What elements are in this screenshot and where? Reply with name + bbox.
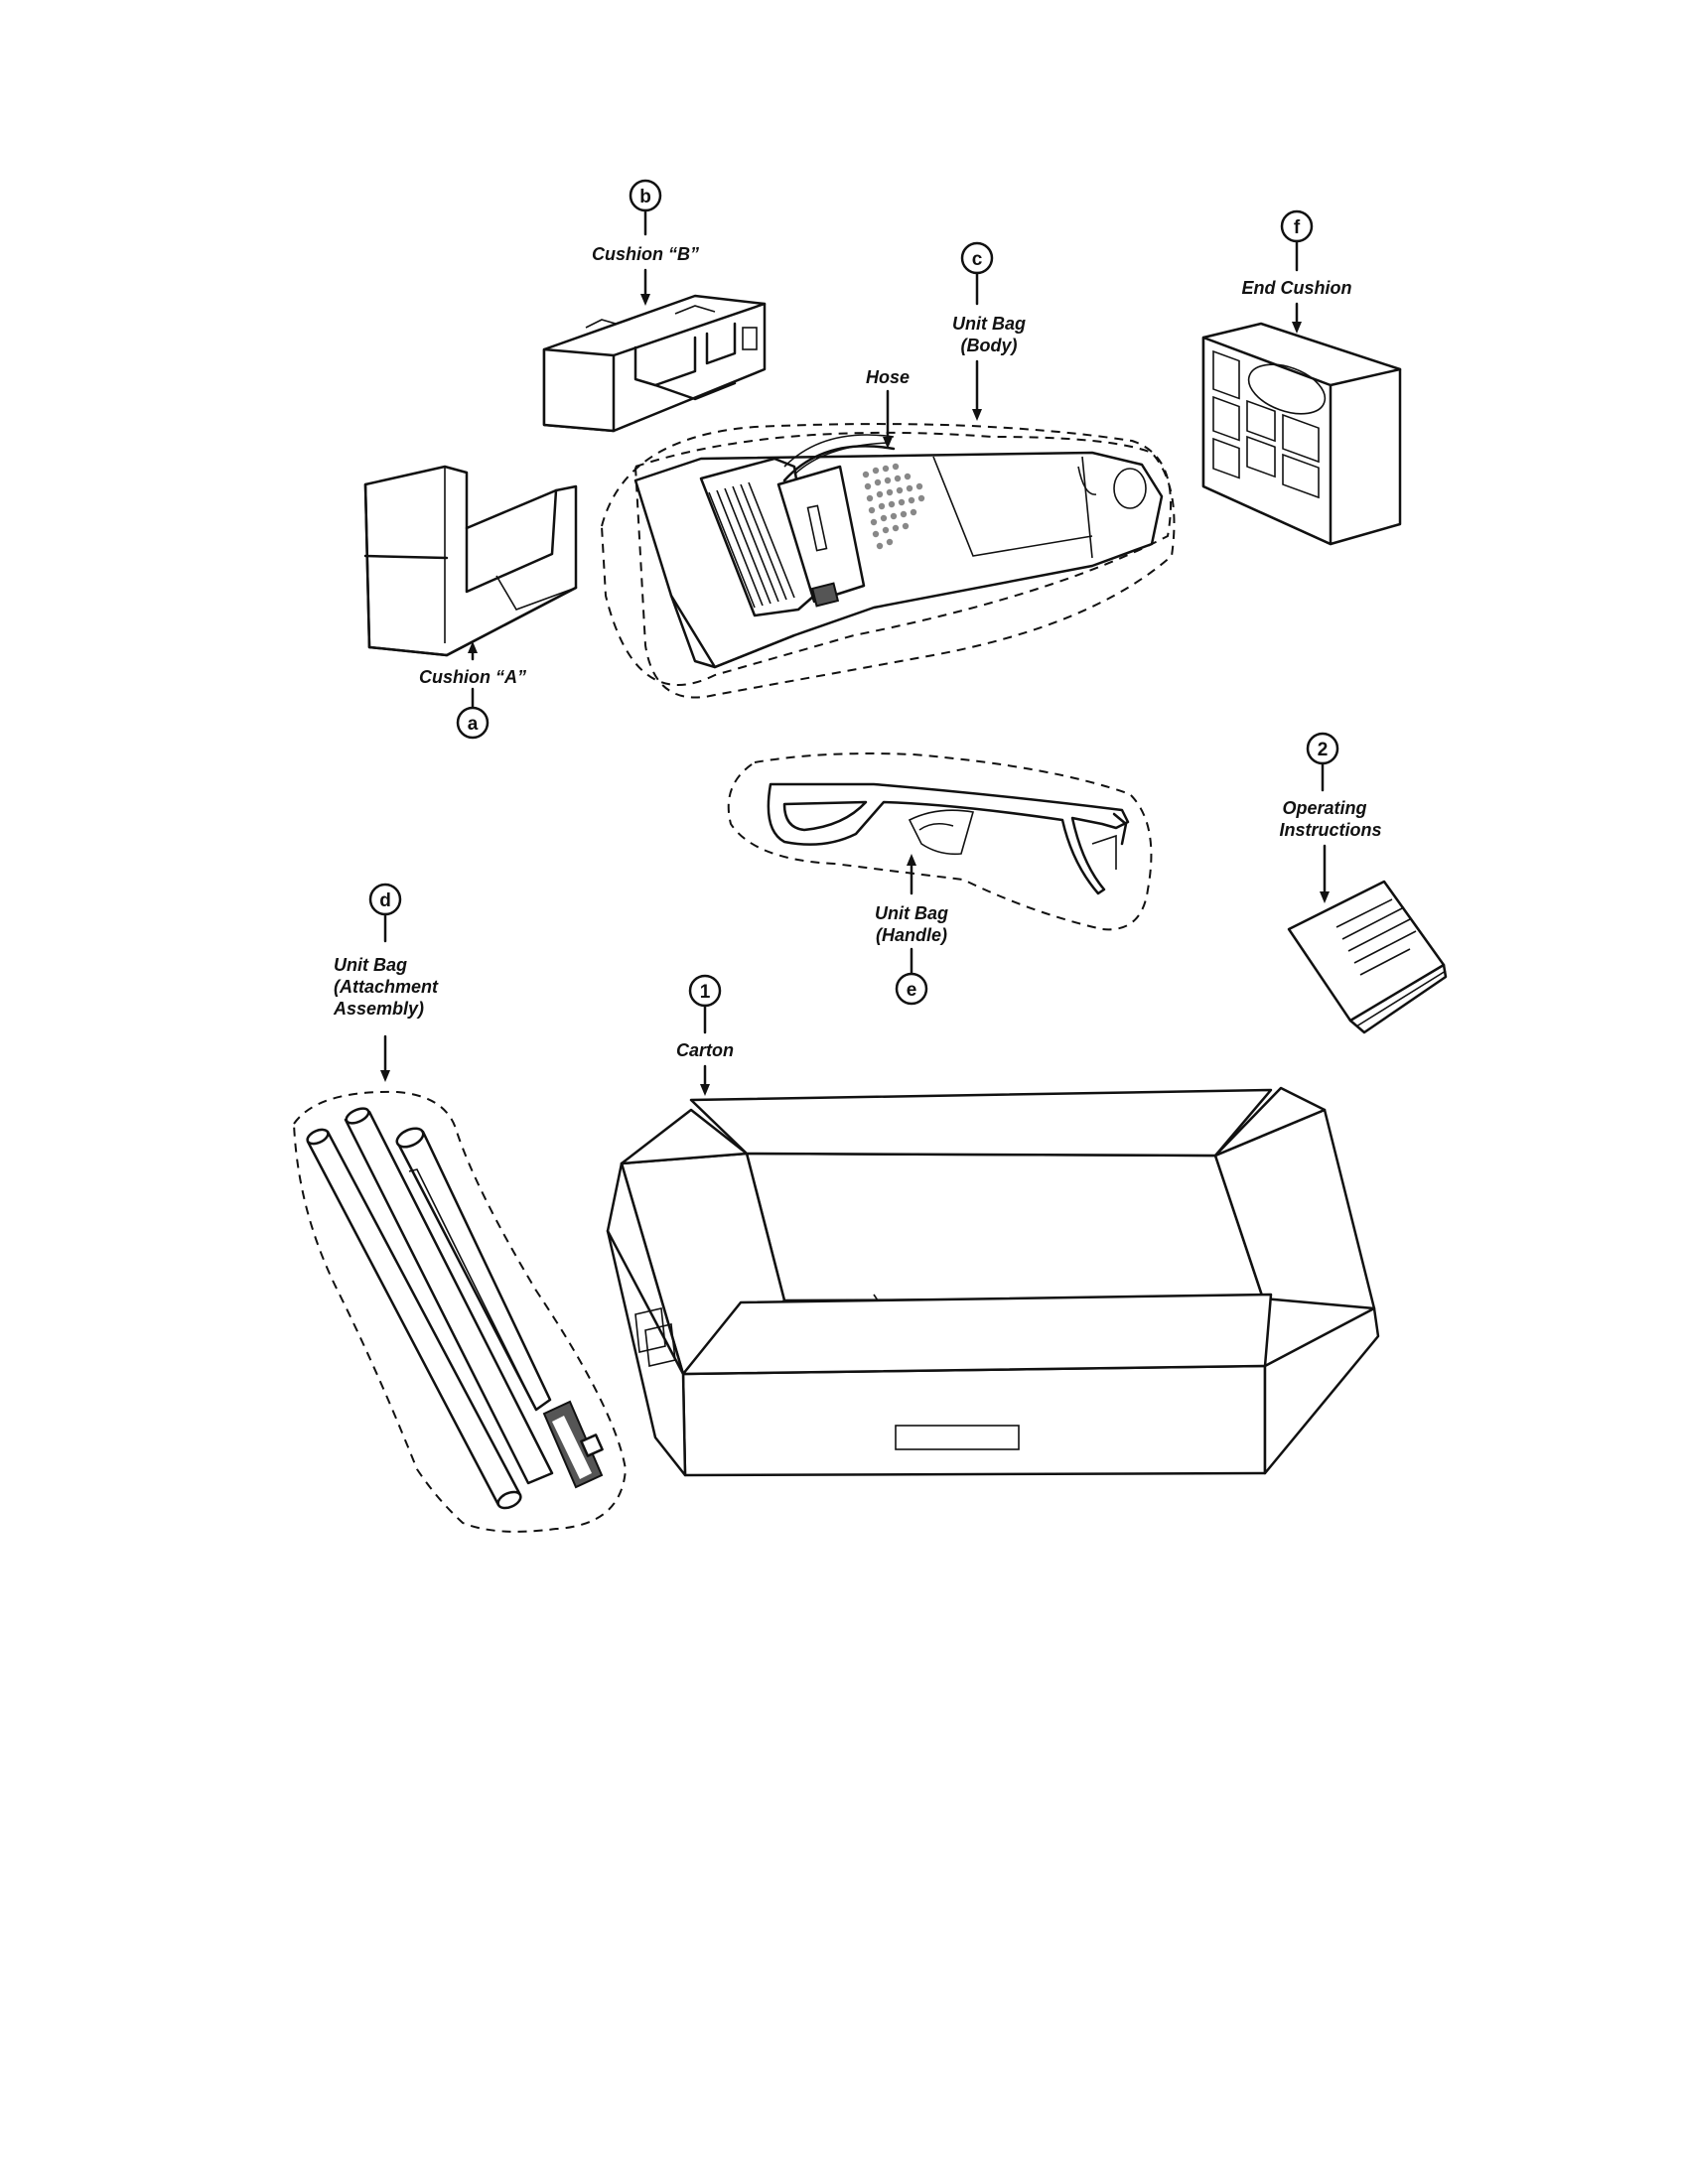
unit-bag-body-outline bbox=[633, 431, 1176, 699]
unit-bag-attachment-label-2: (Attachment bbox=[334, 977, 439, 997]
foam-cushion-b-drawing bbox=[542, 294, 767, 433]
callout-d: d bbox=[368, 883, 402, 943]
callout-f-text: f bbox=[1294, 217, 1301, 238]
unit-bag-body-dashed-bag bbox=[600, 423, 1172, 686]
callout-2: 2 bbox=[1306, 732, 1339, 792]
callout-c-text: c bbox=[972, 249, 983, 270]
callout-f: f bbox=[1280, 209, 1314, 272]
callout-e-text: e bbox=[907, 980, 917, 1001]
callout-c: c bbox=[960, 241, 994, 306]
unit-bag-handle-label-1: Unit Bag bbox=[875, 903, 948, 923]
end-cushion-drawing bbox=[1201, 322, 1402, 546]
carton-label: Carton bbox=[676, 1040, 734, 1060]
callout-b: b bbox=[629, 179, 662, 236]
operating-instructions-label-2: Instructions bbox=[1279, 820, 1381, 840]
unit-bag-attachment-label-3: Assembly) bbox=[333, 999, 424, 1019]
callout-1-text: 1 bbox=[700, 982, 711, 1003]
foam-cushion-a-drawing bbox=[363, 465, 578, 657]
instruction-booklet-drawing bbox=[1287, 880, 1448, 1034]
unit-bag-handle-outline bbox=[727, 752, 1153, 931]
end-cushion-label: End Cushion bbox=[1242, 278, 1352, 298]
unit-bag-attachment-outline bbox=[292, 1090, 628, 1533]
callout-b-text: b bbox=[639, 187, 651, 207]
open-carton-drawing bbox=[606, 1086, 1380, 1477]
hose-label: Hose bbox=[866, 367, 910, 387]
callout-a-text: a bbox=[468, 714, 479, 735]
callout-a: a bbox=[456, 706, 490, 740]
unit-bag-body-label-2: (Body) bbox=[961, 336, 1018, 355]
unit-bag-handle-label-2: (Handle) bbox=[876, 925, 947, 945]
callout-d-text: d bbox=[379, 890, 391, 911]
vacuum-body-drawing bbox=[600, 423, 1176, 699]
attachment-tubes-drawing bbox=[292, 1090, 628, 1533]
callout-2-text: 2 bbox=[1318, 740, 1329, 760]
unit-bag-attachment-label-1: Unit Bag bbox=[334, 955, 407, 975]
callout-1: 1 bbox=[688, 974, 722, 1034]
vacuum-handle-drawing bbox=[727, 752, 1153, 931]
cushion-a-label: Cushion “A” bbox=[419, 667, 526, 687]
callout-e: e bbox=[895, 972, 928, 1006]
unit-bag-body-label-1: Unit Bag bbox=[952, 314, 1026, 334]
operating-instructions-label-1: Operating bbox=[1282, 798, 1366, 818]
cushion-b-label: Cushion “B” bbox=[592, 244, 699, 264]
